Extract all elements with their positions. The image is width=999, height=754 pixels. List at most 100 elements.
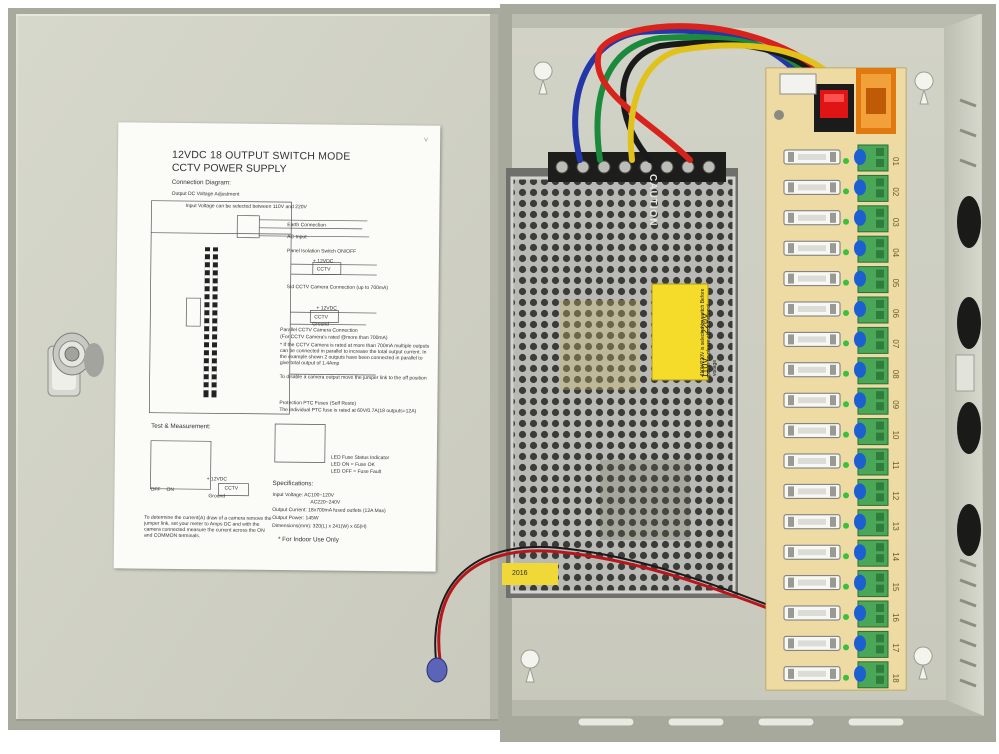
status-led-16 bbox=[843, 614, 849, 620]
channel-label-17: 17 bbox=[891, 643, 900, 652]
terminal-06[interactable] bbox=[854, 296, 889, 324]
fuse-08[interactable] bbox=[783, 362, 841, 378]
input-wires bbox=[434, 23, 837, 662]
channel-label-11: 11 bbox=[891, 461, 900, 470]
psu-110v: 110V bbox=[700, 357, 710, 378]
parallel-text: * If the CCTV Camera is rated at more th… bbox=[279, 342, 430, 367]
channel-label-07: 07 bbox=[891, 339, 900, 348]
channel-row: 10 bbox=[783, 418, 900, 446]
psu-module bbox=[502, 152, 738, 598]
terminal-15[interactable] bbox=[854, 570, 889, 598]
channel-label-04: 04 bbox=[891, 248, 900, 257]
fuse-01[interactable] bbox=[783, 149, 841, 165]
channel-row: 17 bbox=[783, 630, 900, 658]
fuse-07[interactable] bbox=[783, 331, 841, 347]
channel-row: 09 bbox=[783, 387, 900, 415]
test-title: Test & Measurement: bbox=[151, 422, 211, 431]
terminal-01[interactable] bbox=[854, 144, 889, 172]
plus12-label-3: + 12VDC bbox=[206, 476, 228, 483]
terminal-18[interactable] bbox=[854, 661, 889, 689]
terminal-03[interactable] bbox=[854, 205, 889, 233]
main-fuse-holder[interactable] bbox=[856, 68, 896, 134]
status-led-05 bbox=[843, 279, 849, 286]
status-led-01 bbox=[843, 158, 849, 164]
status-led-08 bbox=[843, 370, 849, 377]
status-led-15 bbox=[843, 583, 849, 590]
status-led-06 bbox=[843, 310, 849, 316]
spec-input2: AC220~240V bbox=[310, 499, 341, 506]
fuse-06[interactable] bbox=[783, 301, 841, 317]
fuse-02[interactable] bbox=[783, 179, 841, 195]
psu-caution: CAUTION bbox=[647, 174, 658, 227]
channel-row: 08 bbox=[783, 357, 900, 385]
terminal-02[interactable] bbox=[854, 174, 889, 202]
led-title: LED Fuse Status Indicator bbox=[330, 454, 390, 462]
spec-dims: Dimensions(mm): 320(L) x 241(W) x 65(H) bbox=[272, 522, 367, 530]
temperature-probe bbox=[426, 657, 448, 683]
channel-row: 06 bbox=[783, 296, 900, 324]
cctv-label-2: CCTV bbox=[314, 314, 328, 321]
plus12-label-2: + 12VDC bbox=[316, 305, 337, 312]
terminal-17[interactable] bbox=[854, 630, 889, 658]
led-on: LED ON = Fuse OK bbox=[330, 461, 375, 469]
status-led-04 bbox=[843, 249, 849, 256]
fuse-14[interactable] bbox=[783, 544, 841, 560]
status-led-03 bbox=[843, 218, 849, 225]
channel-row: 13 bbox=[783, 509, 900, 537]
led-off: LED OFF = Fuse Fault bbox=[330, 468, 382, 476]
fuse-05[interactable] bbox=[783, 271, 841, 287]
terminal-07[interactable] bbox=[854, 326, 889, 354]
terminal-10[interactable] bbox=[854, 418, 889, 446]
status-led-12 bbox=[843, 492, 849, 499]
ground-label-2: Ground bbox=[208, 493, 226, 500]
status-led-17 bbox=[843, 644, 849, 651]
spec-title: Specifications: bbox=[272, 479, 314, 488]
spec-power: Output Power: 145W bbox=[272, 514, 319, 522]
fuse-15[interactable] bbox=[783, 575, 841, 591]
fuse-04[interactable] bbox=[783, 240, 841, 256]
terminal-08[interactable] bbox=[854, 357, 889, 385]
channel-row: 05 bbox=[783, 266, 900, 294]
corner-mark: V bbox=[424, 137, 428, 144]
status-led-13 bbox=[843, 522, 849, 529]
earth-label: Earth Connection bbox=[287, 222, 326, 229]
connection-diagram-label: Connection Diagram: bbox=[171, 178, 231, 187]
terminal-14[interactable] bbox=[854, 539, 889, 567]
fuse-10[interactable] bbox=[783, 423, 841, 439]
terminal-05[interactable] bbox=[854, 266, 889, 294]
terminal-04[interactable] bbox=[854, 235, 889, 263]
fuse-16[interactable] bbox=[783, 605, 841, 621]
status-led-02 bbox=[843, 188, 849, 195]
lock-icon[interactable] bbox=[47, 332, 104, 397]
channel-row: 18 bbox=[783, 661, 900, 689]
fuse-11[interactable] bbox=[783, 453, 841, 469]
indoor-note: * For Indoor Use Only bbox=[277, 536, 339, 544]
fuse-09[interactable] bbox=[783, 392, 841, 408]
terminal-11[interactable] bbox=[854, 448, 889, 476]
terminal-13[interactable] bbox=[854, 509, 889, 537]
terminal-16[interactable] bbox=[854, 600, 889, 628]
power-switch[interactable] bbox=[814, 84, 854, 132]
terminal-09[interactable] bbox=[854, 387, 889, 415]
panel-switch-label: Panel Isolation Switch ON/OFF bbox=[286, 248, 357, 255]
fuse-17[interactable] bbox=[783, 635, 841, 651]
channel-label-15: 15 bbox=[891, 583, 900, 592]
manual-title-line2: CCTV POWER SUPPLY bbox=[171, 161, 287, 176]
channel-label-03: 03 bbox=[891, 218, 900, 227]
fuse-12[interactable] bbox=[783, 483, 841, 499]
fuse-13[interactable] bbox=[783, 514, 841, 530]
cctv-label-3: CCTV bbox=[224, 485, 239, 492]
off-label: OFF bbox=[150, 486, 161, 493]
input-select-label: Input Voltage can be selected between 11… bbox=[185, 203, 307, 211]
channel-row: 07 bbox=[783, 326, 900, 354]
channel-label-16: 16 bbox=[891, 613, 900, 622]
channel-row: 14 bbox=[783, 539, 900, 567]
channel-label-01: 01 bbox=[891, 157, 900, 166]
channel-row: 03 bbox=[783, 205, 900, 233]
spec-input: Input Voltage: AC100~120V bbox=[272, 491, 335, 499]
channel-row: 16 bbox=[783, 600, 900, 628]
instruction-sheet: 12VDC 18 OUTPUT SWITCH MODE CCTV POWER S… bbox=[113, 122, 441, 572]
terminal-12[interactable] bbox=[854, 478, 889, 506]
fuse-18[interactable] bbox=[783, 666, 841, 682]
fuse-03[interactable] bbox=[783, 210, 841, 226]
